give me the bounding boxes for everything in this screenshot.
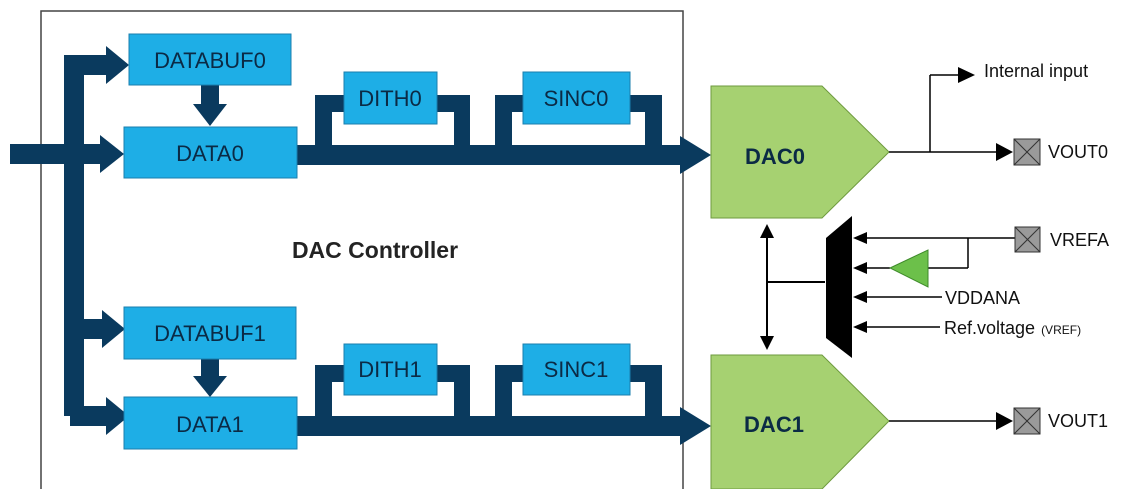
dith1-label: DITH1 xyxy=(358,357,422,382)
reference-inputs xyxy=(866,237,1015,328)
link-arrow-up xyxy=(760,224,774,238)
vout0-arrow xyxy=(996,143,1013,161)
data1-block: DATA1 xyxy=(123,396,298,450)
dac-reference-link xyxy=(766,235,825,338)
vout1-label: VOUT1 xyxy=(1048,411,1108,431)
reference-mux xyxy=(826,216,852,358)
controller-title: DAC Controller xyxy=(292,237,458,263)
dith0-label: DITH0 xyxy=(358,86,422,111)
vref-arrow xyxy=(853,321,867,333)
data0-block: DATA0 xyxy=(123,126,298,179)
ref-voltage-suffix: (VREF) xyxy=(1041,323,1081,337)
dac0-block: DAC0 xyxy=(710,85,890,219)
vout1-pin-icon xyxy=(1013,407,1041,435)
vddana-label: VDDANA xyxy=(945,288,1020,308)
databuf0-label: DATABUF0 xyxy=(154,48,266,73)
dac1-block: DAC1 xyxy=(710,354,890,489)
dith1-block: DITH1 xyxy=(343,343,438,396)
vrefa-label: VREFA xyxy=(1050,230,1109,250)
internal-input-label: Internal input xyxy=(984,61,1088,81)
sinc0-block: SINC0 xyxy=(522,71,631,125)
data0-label: DATA0 xyxy=(176,141,244,166)
databuf1-label: DATABUF1 xyxy=(154,321,266,346)
vrefa-pin-icon xyxy=(1014,226,1041,253)
vddana-arrow xyxy=(853,291,867,303)
dac0-label: DAC0 xyxy=(745,144,805,169)
dac1-label: DAC1 xyxy=(744,412,804,437)
databuf0-block: DATABUF0 xyxy=(128,33,292,86)
output-wiring xyxy=(889,74,998,422)
sinc1-label: SINC1 xyxy=(544,357,609,382)
databuf1-block: DATABUF1 xyxy=(123,306,297,360)
vout0-label: VOUT0 xyxy=(1048,142,1108,162)
buffer-arrow xyxy=(853,262,867,274)
internal-input-arrow xyxy=(958,67,975,83)
data1-label: DATA1 xyxy=(176,412,244,437)
vout0-pin-icon xyxy=(1013,138,1041,166)
ref-voltage-label: Ref.voltage (VREF) xyxy=(944,318,1081,338)
sinc1-block: SINC1 xyxy=(522,343,631,396)
ref-voltage-text: Ref.voltage xyxy=(944,318,1035,338)
reference-buffer xyxy=(888,249,929,288)
sinc0-label: SINC0 xyxy=(544,86,609,111)
vrefa-arrow xyxy=(853,232,867,244)
vout1-arrow xyxy=(996,412,1013,430)
dith0-block: DITH0 xyxy=(343,71,438,125)
data-bus xyxy=(10,46,711,445)
link-arrow-down xyxy=(760,336,774,350)
